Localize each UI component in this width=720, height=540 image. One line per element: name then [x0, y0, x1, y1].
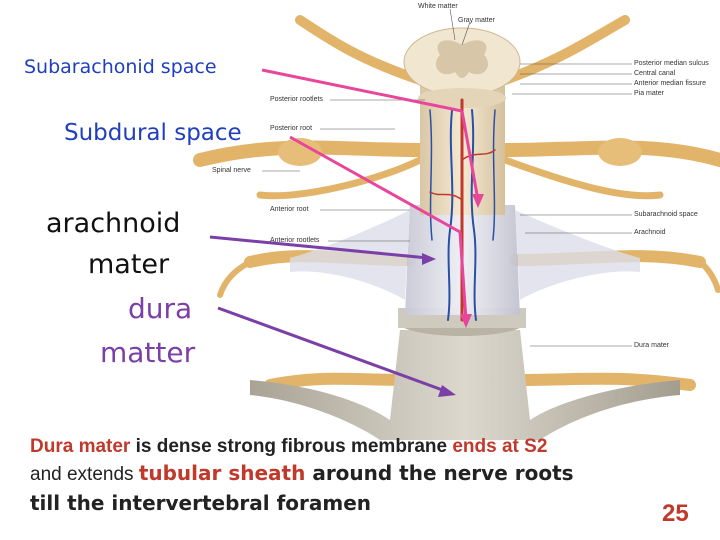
figure-leader-lines — [262, 8, 632, 347]
figure-label-anterior-root: Anterior root — [270, 206, 309, 213]
description-fragment: is dense strong fibrous membrane — [130, 436, 453, 457]
arrow-subdural — [289, 135, 472, 328]
label-dura-line2: matter — [100, 336, 196, 369]
figure-label-arachnoid: Arachnoid — [634, 229, 666, 236]
figure-label-white-matter: White matter — [418, 3, 458, 10]
dura-sleeve — [250, 330, 680, 440]
figure-label-posterior-rootlets: Posterior rootlets — [270, 96, 323, 103]
figure-label-pia-mater: Pia mater — [634, 90, 664, 97]
gray-matter-butterfly — [435, 40, 489, 78]
label-subarachnoid-space: Subarachonid space — [24, 56, 217, 78]
description-line-1: Dura mater is dense strong fibrous membr… — [30, 434, 720, 460]
arrow-dura — [217, 306, 456, 397]
description-line-3: till the intervertebral foramen — [30, 488, 720, 519]
arrow-arachnoid — [209, 235, 436, 265]
description-fragment: and extends — [30, 464, 139, 485]
arachnoid-veil — [290, 210, 640, 300]
slide-number: 25 — [662, 500, 689, 527]
label-subdural-space: Subdural space — [64, 120, 242, 146]
label-arachnoid-line1: arachnoid — [46, 208, 181, 239]
ganglion-right — [598, 138, 642, 166]
figure-label-dura-mater: Dura mater — [634, 342, 670, 349]
description-line-2: and extends tubular sheath around the ne… — [30, 460, 720, 488]
cord-top-disc — [418, 88, 506, 108]
figure-label-posterior-root: Posterior root — [270, 125, 313, 132]
label-dura-line1: dura — [128, 292, 193, 325]
figure-label-anterior-rootlets: Anterior rootlets — [270, 237, 320, 244]
figure-label-spinal-nerve: Spinal nerve — [212, 167, 251, 174]
description-fragment: till the intervertebral foramen — [30, 491, 372, 515]
term-dura-mater: Dura mater — [30, 436, 131, 457]
figure-label-posterior-median-sulcus: Posterior median sulcus — [634, 60, 709, 67]
figure-label-gray-matter: Gray matter — [458, 17, 495, 24]
description-fragment: around the nerve roots — [305, 461, 574, 485]
arrow-subarachnoid — [261, 68, 484, 208]
term-ends-at-s2: ends at S2 — [452, 436, 548, 457]
figure-label-anterior-median-fissure: Anterior median fissure — [634, 80, 706, 87]
label-arachnoid-line2: mater — [88, 249, 170, 280]
figure-label-central-canal: Central canal — [634, 70, 676, 77]
description-text: Dura mater is dense strong fibrous membr… — [30, 434, 720, 519]
term-tubular-sheath: tubular sheath — [138, 461, 306, 485]
figure-label-subarachnoid-space: Subarachnoid space — [634, 211, 698, 218]
ganglion-left — [278, 138, 322, 166]
